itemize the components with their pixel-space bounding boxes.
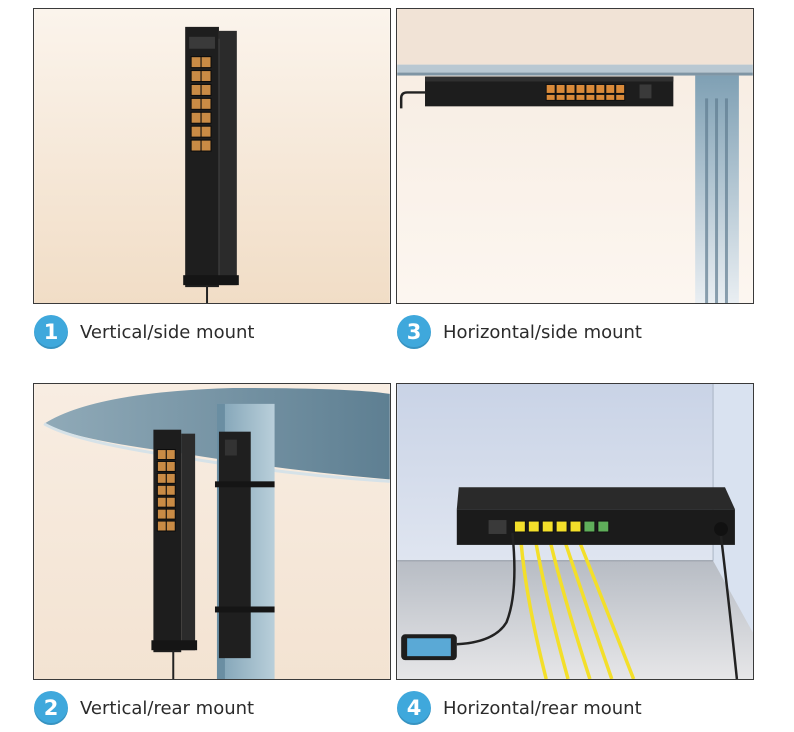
caption-label: Vertical/side mount — [80, 321, 255, 343]
network-switch-vertical — [151, 429, 198, 679]
mounting-bracket — [214, 431, 275, 659]
illustration-vertical-side-mount — [33, 8, 391, 304]
caption-vertical-rear-mount: 2 Vertical/rear mount — [34, 688, 254, 728]
horizontal-rear-mount-drawing — [397, 384, 753, 679]
vertical-side-mount-drawing — [34, 9, 390, 303]
caption-label: Horizontal/side mount — [443, 321, 642, 343]
caption-vertical-side-mount: 1 Vertical/side mount — [34, 312, 254, 352]
illustration-vertical-rear-mount — [33, 383, 391, 680]
caption-label: Vertical/rear mount — [80, 697, 255, 719]
network-switch-horizontal — [399, 76, 674, 109]
yellow-network-cables — [518, 532, 636, 679]
caption-label: Horizontal/rear mount — [443, 697, 642, 719]
illustration-horizontal-rear-mount — [396, 383, 754, 680]
illustration-horizontal-side-mount — [396, 8, 754, 304]
step-number-badge: 1 — [34, 315, 68, 349]
step-number-badge: 3 — [397, 315, 431, 349]
network-switch-rear — [456, 487, 739, 679]
step-number-badge: 2 — [34, 691, 68, 725]
horizontal-side-mount-drawing — [397, 9, 753, 303]
smartphone-charging — [401, 634, 457, 661]
network-switch-vertical — [183, 26, 239, 303]
table-leg — [695, 75, 739, 303]
vertical-rear-mount-drawing — [34, 384, 390, 679]
step-number-badge: 4 — [397, 691, 431, 725]
caption-horizontal-rear-mount: 4 Horizontal/rear mount — [397, 688, 642, 728]
caption-horizontal-side-mount: 3 Horizontal/side mount — [397, 312, 642, 352]
